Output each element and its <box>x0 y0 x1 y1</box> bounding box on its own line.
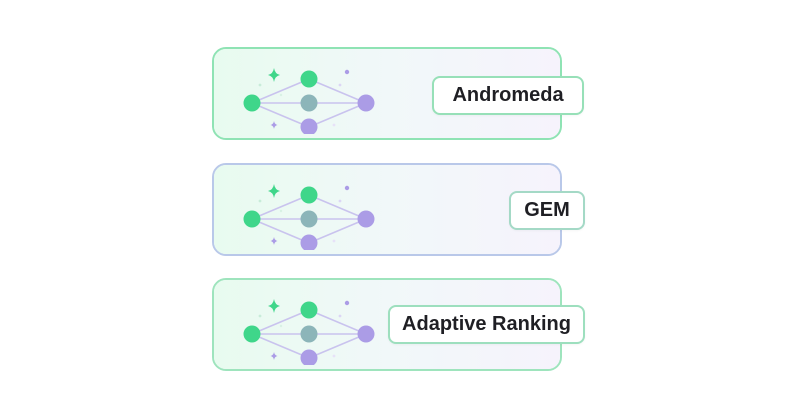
output-node <box>357 210 375 228</box>
model-label: GEM <box>524 199 570 221</box>
hidden-node <box>300 325 318 343</box>
output-node <box>357 94 375 112</box>
dot <box>344 185 350 191</box>
hidden-node <box>300 94 318 112</box>
model-label: Adaptive Ranking <box>402 313 571 335</box>
sparkle-icon <box>270 237 278 245</box>
hidden-node <box>300 70 318 88</box>
hidden-node <box>300 118 318 134</box>
model-label-pill: Andromeda <box>432 76 584 115</box>
sparkle-icon <box>268 68 280 82</box>
dot <box>344 300 350 306</box>
hidden-node <box>300 234 318 250</box>
hidden-node <box>300 210 318 228</box>
dot <box>344 69 350 75</box>
neural-network-icon <box>243 68 375 134</box>
hidden-node <box>300 301 318 319</box>
neural-network-icon <box>243 184 375 250</box>
model-label-pill: GEM <box>509 191 585 230</box>
sparkle-icon <box>270 121 278 129</box>
sparkle-icon <box>270 352 278 360</box>
input-node <box>243 325 261 343</box>
output-node <box>357 325 375 343</box>
hidden-node <box>300 186 318 204</box>
input-node <box>243 94 261 112</box>
card-background <box>214 165 560 254</box>
model-card-gem <box>212 163 562 256</box>
hidden-node <box>300 349 318 365</box>
model-label: Andromeda <box>452 84 564 106</box>
model-label-pill: Adaptive Ranking <box>388 305 585 344</box>
input-node <box>243 210 261 228</box>
neural-network-icon <box>243 299 375 365</box>
sparkle-icon <box>268 184 280 198</box>
sparkle-icon <box>268 299 280 313</box>
